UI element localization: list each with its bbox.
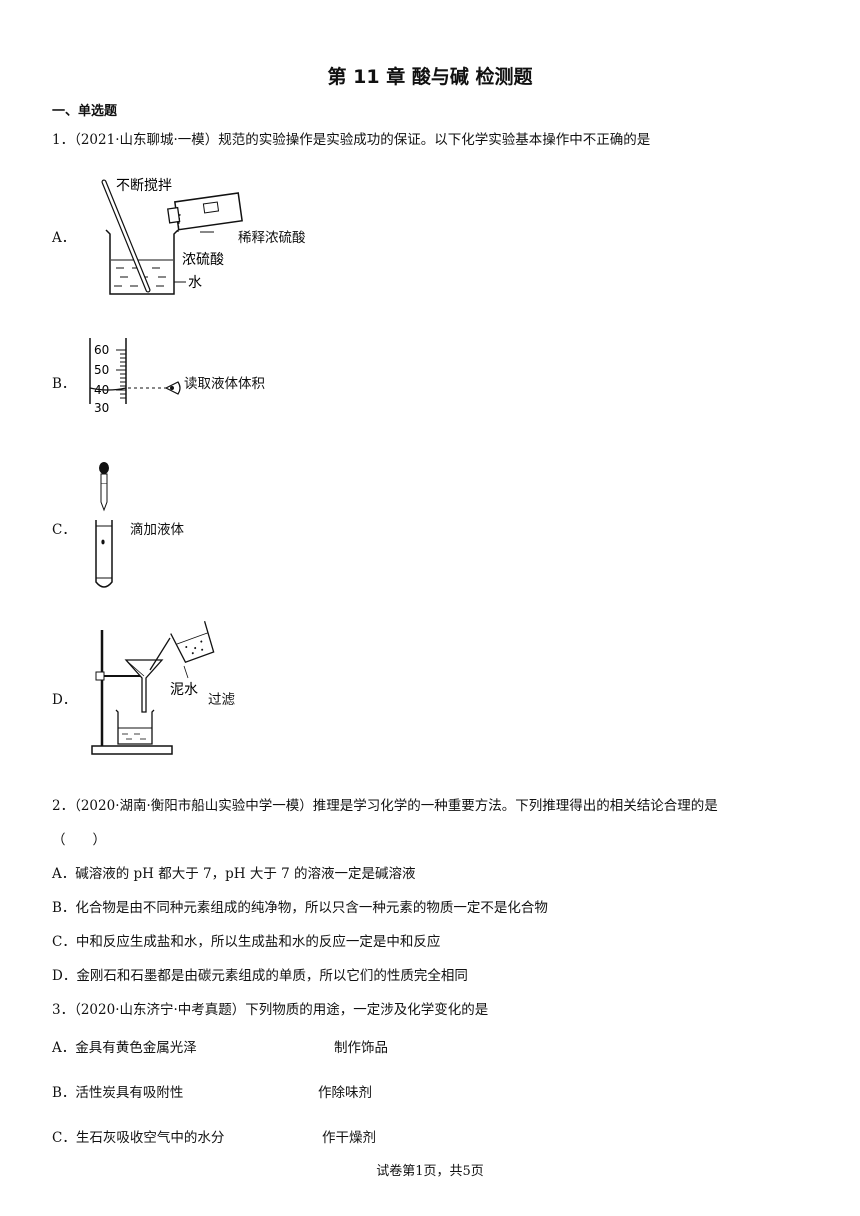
page-footer: 试卷第1页，共5页 bbox=[376, 1164, 484, 1179]
filtration-figure: 泥水 bbox=[91, 621, 215, 755]
q1-option-c-caption: 滴加液体 bbox=[130, 522, 184, 538]
fig-label-concentrated-acid: 浓硫酸 bbox=[182, 252, 224, 268]
q2-option-d: D．金刚石和石墨都是由碳元素组成的单质，所以它们的性质完全相同 bbox=[52, 968, 468, 984]
q3-option-b-use: 作除味剂 bbox=[318, 1085, 372, 1101]
q2-option-a: A．碱溶液的 pH 都大于 7，pH 大于 7 的溶液一定是碱溶液 bbox=[52, 866, 416, 882]
q1-option-a-letter: A． bbox=[52, 230, 76, 246]
q3-option-a-use: 制作饰品 bbox=[334, 1040, 388, 1056]
tick-60: 60 bbox=[94, 343, 109, 357]
q2-stem: 2．（2020·湖南·衡阳市船山实验中学一模）推理是学习化学的一种重要方法。下列… bbox=[52, 798, 718, 814]
fig-label-muddy-water: 泥水 bbox=[170, 682, 198, 698]
q3-option-b-property: B．活性炭具有吸附性 bbox=[52, 1085, 184, 1101]
q1-option-a-caption: 稀释浓硫酸 bbox=[238, 230, 306, 246]
q3-option-a-property: A．金具有黄色金属光泽 bbox=[52, 1040, 197, 1056]
q1-option-b-letter: B． bbox=[52, 376, 76, 392]
tick-30: 30 bbox=[94, 401, 109, 415]
q2-option-c: C．中和反应生成盐和水，所以生成盐和水的反应一定是中和反应 bbox=[52, 934, 441, 950]
fig-label-stir: 不断搅拌 bbox=[116, 178, 172, 194]
q1-option-c-letter: C． bbox=[52, 522, 76, 538]
section-heading: 一、单选题 bbox=[52, 104, 118, 119]
graduated-cylinder-figure: 60 50 40 30 bbox=[89, 338, 181, 415]
q2-option-b: B．化合物是由不同种元素组成的纯净物，所以只含一种元素的物质一定不是化合物 bbox=[52, 900, 548, 916]
page-title: 第 11 章 酸与碱 检测题 bbox=[327, 66, 533, 88]
q3-option-c-use: 作干燥剂 bbox=[322, 1130, 376, 1146]
fig-label-water: 水 bbox=[188, 275, 202, 291]
q1-stem: 1．（2021·山东聊城·一模）规范的实验操作是实验成功的保证。以下化学实验基本… bbox=[52, 132, 651, 148]
q2-bracket: （ ） bbox=[52, 832, 106, 848]
dropper-test-tube-figure bbox=[95, 462, 113, 588]
tick-50: 50 bbox=[94, 363, 109, 377]
q1-option-b-caption: 读取液体体积 bbox=[184, 376, 265, 392]
q3-stem: 3．（2020·山东济宁·中考真题）下列物质的用途，一定涉及化学变化的是 bbox=[52, 1002, 489, 1018]
q3-option-c-property: C．生石灰吸收空气中的水分 bbox=[52, 1130, 225, 1146]
dilute-sulfuric-acid-figure: 不断搅拌 浓硫酸 水 bbox=[101, 178, 243, 295]
q1-option-d-caption: 过滤 bbox=[208, 692, 235, 708]
q1-option-d-letter: D． bbox=[52, 692, 77, 708]
